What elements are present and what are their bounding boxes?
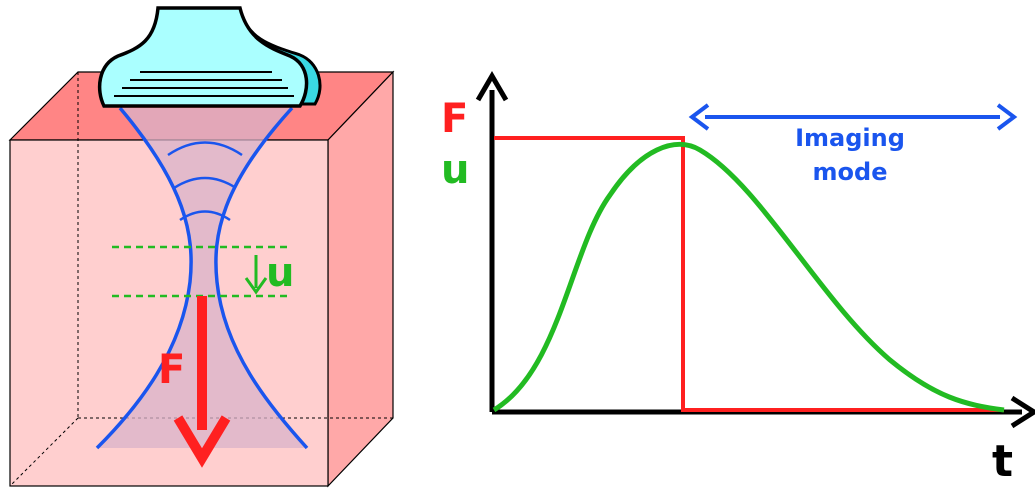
- probe-body: [100, 8, 307, 106]
- displacement-label-left: u: [266, 250, 294, 296]
- x-axis-label-time: t: [992, 436, 1013, 487]
- ultrasound-transducer-icon: [100, 8, 320, 106]
- imaging-mode-arrow-right: [998, 105, 1014, 129]
- force-displacement-graph: Imaging mode F u t: [441, 76, 1034, 487]
- y-axis-label-force: F: [441, 96, 468, 142]
- imaging-mode-label-line1: Imaging: [795, 124, 905, 152]
- displacement-curve: [494, 144, 1004, 410]
- tissue-side-face: [328, 72, 393, 486]
- y-axis-label-displacement: u: [441, 147, 469, 193]
- force-label-left: F: [158, 347, 185, 393]
- imaging-mode-label-line2: mode: [813, 158, 888, 186]
- force-curve: [494, 138, 1004, 410]
